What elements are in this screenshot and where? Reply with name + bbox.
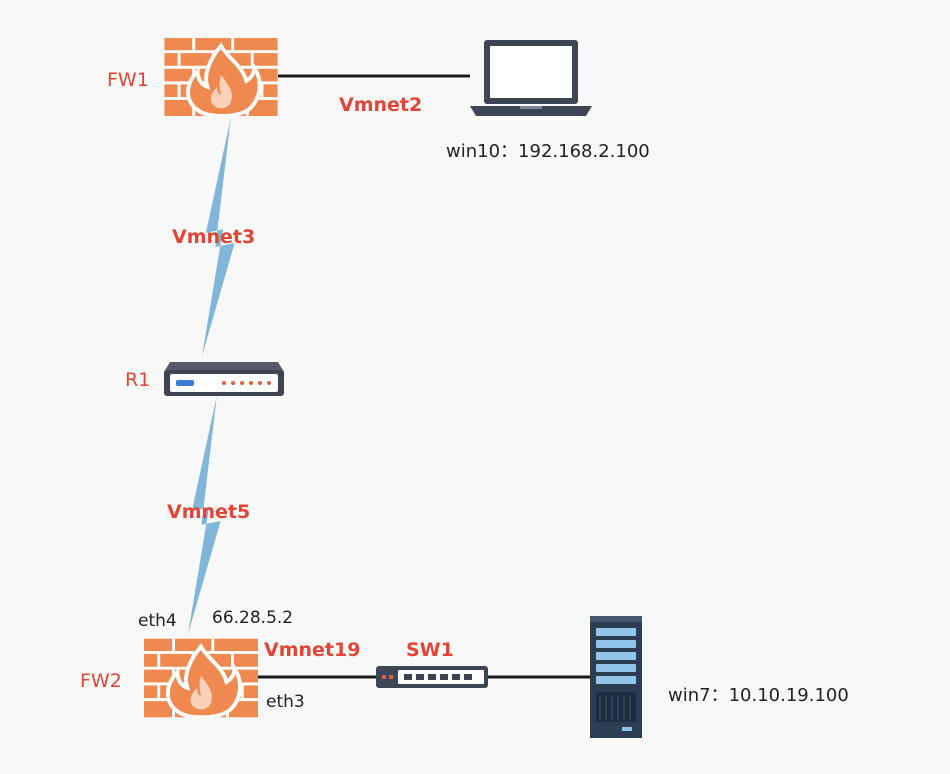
win7-label: win7：10.10.19.100 <box>668 685 849 706</box>
fw2-eth4-label: eth4 <box>138 611 177 631</box>
sw1-label: SW1 <box>406 639 454 661</box>
win10-label: win10：192.168.2.100 <box>446 141 650 162</box>
fw2-label: FW2 <box>80 670 122 692</box>
vmnet3-label: Vmnet3 <box>172 226 255 248</box>
vmnet5-label: Vmnet5 <box>167 501 250 523</box>
fw2-eth3-label: eth3 <box>266 692 305 712</box>
win10-laptop-icon[interactable] <box>470 40 592 116</box>
sw1-switch-icon[interactable] <box>376 666 488 688</box>
r1-router-icon[interactable] <box>164 362 284 396</box>
fw2-firewall-icon[interactable] <box>144 638 258 718</box>
fw1-firewall-icon[interactable] <box>164 38 278 116</box>
vmnet2-label: Vmnet2 <box>339 94 422 116</box>
fw2-eth4-ip-label: 66.28.5.2 <box>212 608 293 628</box>
vmnet19-label: Vmnet19 <box>264 639 360 661</box>
r1-label: R1 <box>125 369 150 391</box>
win7-server-icon[interactable] <box>590 616 642 738</box>
fw1-label: FW1 <box>107 69 149 91</box>
